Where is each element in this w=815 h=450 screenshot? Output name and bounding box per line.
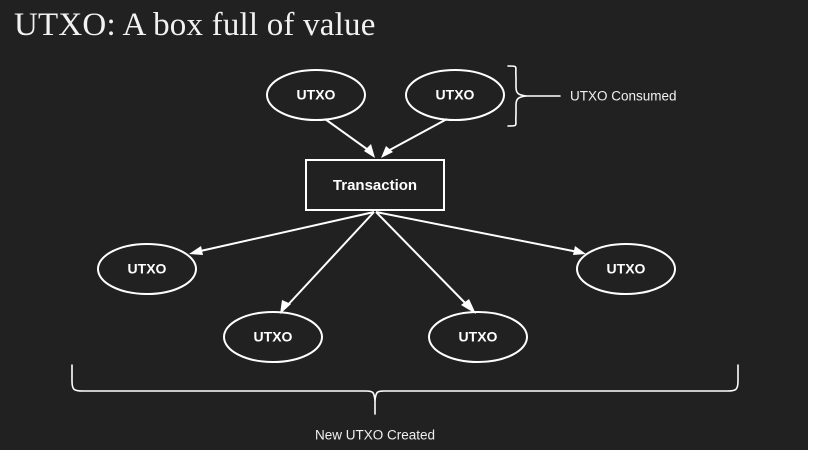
node-label: UTXO [128, 261, 167, 277]
ellipse-shape [223, 311, 323, 363]
edge-transaction-to-output-4 [375, 211, 586, 255]
arrow-head-icon [461, 299, 476, 314]
node-utxo-input-2[interactable]: UTXO [405, 69, 505, 121]
node-utxo-output-1[interactable]: UTXO [97, 243, 197, 295]
brace-new-utxo-created [71, 364, 739, 415]
arrow-head-icon [280, 300, 291, 314]
ellipse-shape [97, 243, 197, 295]
node-utxo-output-4[interactable]: UTXO [576, 243, 676, 295]
brace-utxo-consumed [507, 65, 561, 127]
curly-brace-icon [507, 65, 527, 127]
arrow-head-icon [189, 246, 203, 255]
node-utxo-input-1[interactable]: UTXO [266, 69, 366, 121]
ellipse-shape [428, 311, 528, 363]
node-utxo-output-2[interactable]: UTXO [223, 311, 323, 363]
ellipse-shape [405, 69, 505, 121]
node-label: UTXO [607, 261, 646, 277]
node-utxo-output-3[interactable]: UTXO [428, 311, 528, 363]
rectangle-shape [305, 159, 445, 211]
curly-brace-icon [71, 364, 739, 401]
annotation-utxo-consumed: UTXO Consumed [570, 89, 677, 104]
edge-input-1-to-transaction [324, 118, 375, 158]
node-transaction[interactable]: Transaction [305, 159, 445, 211]
arrow-head-icon [381, 146, 393, 158]
edge-transaction-to-output-3 [375, 211, 476, 314]
ellipse-shape [266, 69, 366, 121]
node-label: UTXO [254, 329, 293, 345]
edge-transaction-to-output-1 [189, 211, 375, 255]
node-label: UTXO [297, 87, 336, 103]
node-label: UTXO [459, 329, 498, 345]
transaction-label: Transaction [333, 177, 417, 194]
ellipse-shape [576, 243, 676, 295]
annotation-new-utxo-created: New UTXO Created [315, 428, 435, 443]
page-title: UTXO: A box full of value [14, 7, 376, 43]
node-label: UTXO [436, 87, 475, 103]
edge-transaction-to-output-2 [280, 211, 375, 314]
arrow-head-icon [573, 246, 586, 255]
arrow-head-icon [364, 144, 375, 158]
edge-input-2-to-transaction [381, 118, 448, 158]
